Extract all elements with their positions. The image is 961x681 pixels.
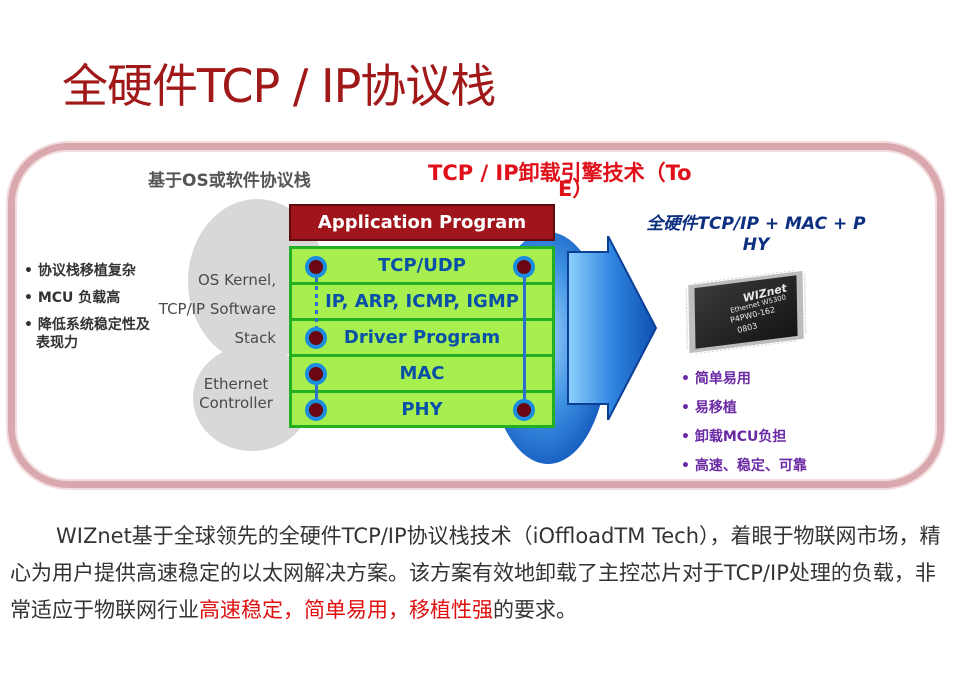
list-item: • MCU 负载高 [24, 290, 121, 306]
protocol-stack: TCP/UDP IP, ARP, ICMP, IGMP Driver Progr… [289, 246, 555, 428]
os-stack-line: TCP/IP Software [158, 300, 276, 318]
list-item: 表现力 [36, 335, 78, 351]
right-connector [523, 268, 526, 410]
hardware-heading-line1: 全硬件TCP/IP + MAC + P [646, 214, 866, 234]
toe-heading: TCP / IP卸载引擎技术（To E） [428, 162, 728, 200]
page-title: 全硬件TCP / IP协议栈 [62, 59, 496, 113]
os-stack-line: Stack [234, 329, 276, 347]
ethernet-line: Ethernet [203, 375, 269, 393]
connector-dot [305, 256, 327, 278]
application-program-box: Application Program [289, 204, 555, 241]
os-stack-text: OS Kernel, TCP/IP Software Stack [150, 266, 276, 353]
list-item: • 易移植 [681, 400, 737, 416]
paragraph-end: 的要求。 [493, 598, 577, 622]
list-item: • 简单易用 [681, 371, 751, 387]
list-item: • 高速、稳定、可靠 [681, 458, 807, 474]
connector-dot [513, 256, 535, 278]
diagram-frame [8, 143, 944, 488]
layer-ip: IP, ARP, ICMP, IGMP [292, 285, 552, 321]
ethernet-line: Controller [199, 394, 273, 412]
left-connector [315, 374, 318, 410]
paragraph-highlight: 高速稳定，简单易用，移植性强 [199, 598, 493, 622]
toe-heading-line1: TCP / IP卸载引擎技术（To [428, 161, 692, 185]
toe-heading-line2: E） [558, 177, 594, 201]
hardware-heading-line2: HY [742, 235, 770, 255]
connector-dot [305, 399, 327, 421]
layer-driver: Driver Program [292, 321, 552, 357]
connector-dot [513, 399, 535, 421]
layer-phy: PHY [401, 399, 443, 420]
software-drawbacks-list: • 协议栈移植复杂 • MCU 负载高 • 降低系统稳定性及 表现力 [24, 262, 174, 361]
ethernet-controller-text: Ethernet Controller [196, 375, 276, 413]
right-arrow-icon [567, 236, 658, 420]
software-stack-heading: 基于OS或软件协议栈 [148, 171, 311, 191]
layer-mac: MAC [292, 357, 552, 393]
description-paragraph: WIZnet基于全球领先的全硬件TCP/IP协议栈技术（iOffloadTM T… [10, 518, 954, 629]
left-dotted-connector [315, 270, 318, 332]
connector-dot [305, 363, 327, 385]
connector-dot [305, 327, 327, 349]
hardware-stack-heading: 全硬件TCP/IP + MAC + P HY [636, 214, 876, 256]
w5300-chip-image: WIZnet Ethernet W5300 P4PW0-162 0803 [685, 269, 807, 355]
paragraph-text: WIZnet基于全球领先的全硬件TCP/IP协议栈技术（iOffloadTM T… [10, 524, 941, 622]
os-stack-line: OS Kernel, [198, 271, 276, 289]
hardware-benefits-list: • 简单易用 • 易移植 • 卸载MCU负担 • 高速、稳定、可靠 [681, 370, 807, 486]
list-item: • 降低系统稳定性及 [24, 317, 150, 333]
list-item: • 协议栈移植复杂 [24, 263, 136, 279]
layer-tcp-udp: TCP/UDP [292, 249, 552, 285]
list-item: • 卸载MCU负担 [681, 429, 787, 445]
